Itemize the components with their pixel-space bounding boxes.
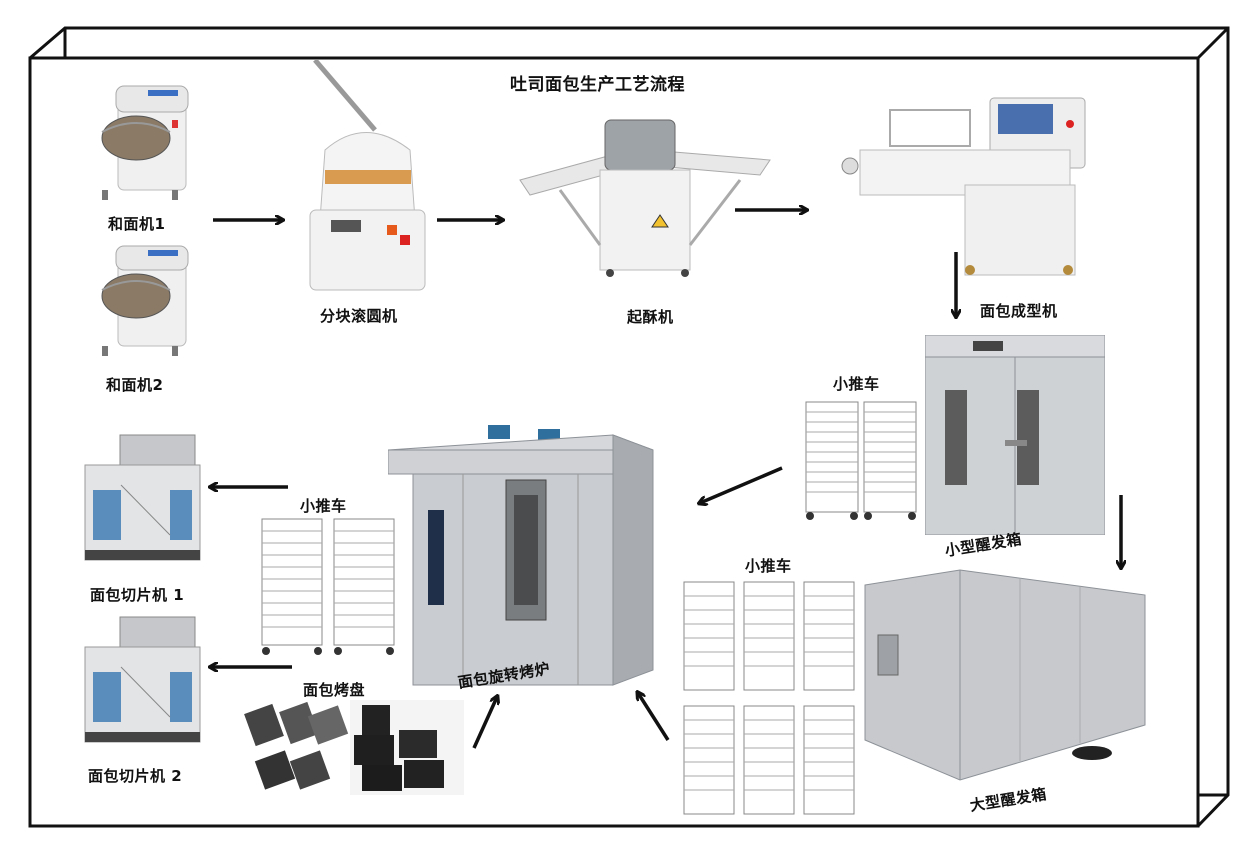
mixer-1-machine xyxy=(101,85,189,200)
sheeter-label: 起酥机 xyxy=(627,308,674,326)
mixer-2-machine xyxy=(101,245,189,356)
slicer-2-label: 面包切片机 2 xyxy=(88,767,183,785)
big-proofer-machine xyxy=(864,569,1146,781)
baking-pans-image xyxy=(244,700,464,795)
rotary-oven-machine xyxy=(388,425,654,686)
page-title: 吐司面包生产工艺流程 xyxy=(510,75,685,95)
slicer-1-machine xyxy=(84,434,201,561)
cart-group-2 xyxy=(683,581,855,815)
cart-1-label: 小推车 xyxy=(833,375,880,393)
cart-3-label: 小推车 xyxy=(300,497,347,515)
cart-group-1 xyxy=(805,401,917,520)
small-proofer-machine xyxy=(925,335,1105,535)
divider-rounder-label: 分块滚圆机 xyxy=(320,307,398,325)
moulder-machine xyxy=(841,97,1086,276)
slicer-1-label: 面包切片机 1 xyxy=(90,586,185,604)
sheeter-machine xyxy=(519,119,771,277)
slicer-2-machine xyxy=(84,616,201,743)
mixer-2-label: 和面机2 xyxy=(106,376,164,394)
mixer-1-label: 和面机1 xyxy=(108,215,166,233)
divider-rounder-machine xyxy=(309,60,426,291)
moulder-label: 面包成型机 xyxy=(980,302,1058,320)
cart-group-3 xyxy=(261,518,395,655)
cart-2-label: 小推车 xyxy=(745,557,792,575)
baking-pans-label: 面包烤盘 xyxy=(303,681,366,699)
